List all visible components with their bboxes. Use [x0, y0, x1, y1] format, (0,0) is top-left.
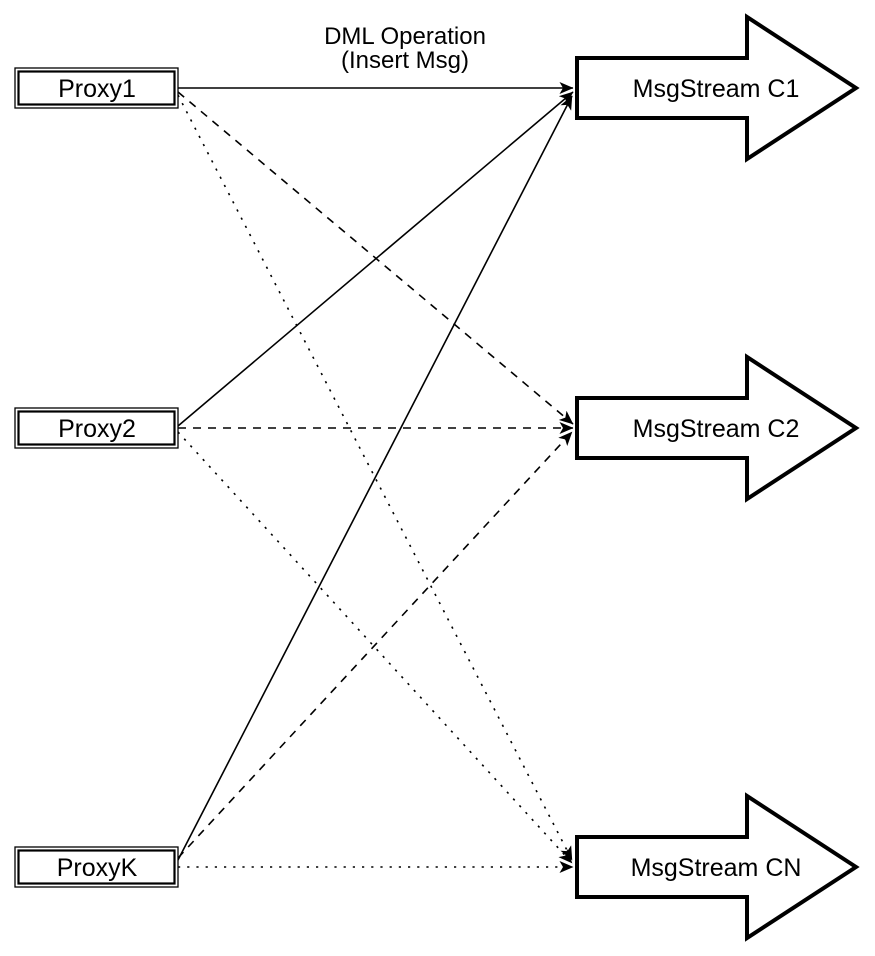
edges	[177, 82, 574, 873]
msgstream-c1-label: MsgStream C1	[633, 75, 800, 103]
msgstream-c2-label: MsgStream C2	[633, 415, 800, 443]
proxy2-node: Proxy2	[14, 407, 179, 449]
msgstream-c2-arrow	[575, 353, 860, 503]
proxyk-node: ProxyK	[14, 846, 179, 888]
msgstream-c1-node: MsgStream C1	[575, 13, 860, 163]
edge-proxyk-to-c2	[177, 431, 573, 859]
proxy1-node: Proxy1	[14, 67, 179, 109]
msgstream-cn-label: MsgStream CN	[631, 854, 802, 882]
proxy2-label: Proxy2	[58, 415, 136, 443]
proxy2-box-outer	[14, 407, 179, 449]
msgstream-c2-node: MsgStream C2	[575, 353, 860, 503]
proxy2-box-inner	[17, 410, 176, 446]
dml-operation-title-line1: DML Operation	[324, 23, 486, 50]
dml-operation-title-line2: (Insert Msg)	[341, 47, 469, 74]
proxyk-label: ProxyK	[57, 854, 138, 882]
edge-proxyk-to-c1	[177, 95, 573, 861]
proxyk-box-outer	[14, 846, 179, 888]
proxyk-box-inner	[17, 849, 176, 885]
proxy1-label: Proxy1	[58, 75, 136, 103]
proxy1-box-inner	[17, 70, 176, 106]
edge-proxy2-to-cn	[177, 431, 573, 864]
edge-proxy1-to-c2	[177, 91, 574, 425]
msgstream-cn-node: MsgStream CN	[575, 792, 860, 942]
dml-operation-label: DML Operation (Insert Msg)	[324, 23, 486, 74]
msgstream-c1-arrow	[575, 13, 860, 163]
proxy1-box-outer	[14, 67, 179, 109]
msgstream-cn-arrow	[575, 792, 860, 942]
